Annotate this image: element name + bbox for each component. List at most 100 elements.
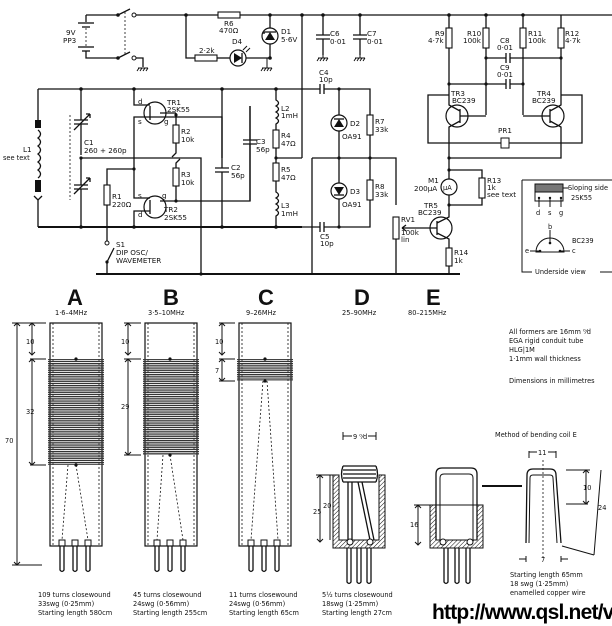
coil-b-note-2: 24swg (0·56mm) [133, 600, 189, 608]
coil-e-dim-h: 16 [410, 521, 418, 529]
source-url[interactable]: http://www.qsl.net/va3iul [432, 601, 612, 624]
coil-b-drawing: B 3·5–10MHz 10 29 45 turns closewound 24… [121, 285, 207, 617]
r4-ref: R4 [281, 131, 291, 140]
l1-ref: L1 [23, 145, 32, 154]
c6-value: 0·01 [330, 37, 346, 46]
coil-d-note-2: 18swg (1·25mm) [322, 600, 378, 608]
former-note-3: HLG|1M [509, 346, 535, 354]
tr5-value: BC239 [418, 208, 442, 217]
r2-value: 10k [181, 135, 195, 144]
r8-ref: R8 [375, 182, 385, 191]
tr2-pin-g: g [162, 191, 167, 200]
former-notes: All formers are 16mm ⁰⁄d EGA rigid condu… [509, 328, 595, 385]
tr2-ref: TR2 [163, 205, 178, 214]
tr2-pin-d: d [138, 210, 143, 219]
pinout-fet-s: s [548, 209, 552, 217]
l3-value: 1mH [281, 209, 298, 218]
pinout-bjt-b: b [548, 223, 552, 231]
r13-note: see text [487, 190, 516, 199]
rv1-taper: lin [401, 235, 410, 244]
r3-ref: R3 [181, 170, 191, 179]
d1-value: 5·6V [281, 35, 297, 44]
coil-c-dim-winding: 7 [215, 367, 219, 375]
tr1-value: 2SK55 [167, 105, 190, 114]
m1-value: 200µA [414, 184, 437, 193]
d1-ref: D1 [281, 27, 291, 36]
c8-value: 0·01 [497, 43, 513, 52]
r13-value: 1k [487, 183, 497, 192]
coil-a-note-2: 33swg (0·25mm) [38, 600, 94, 608]
pinout-bjt-c: c [572, 247, 576, 255]
coil-c-note-2: 24swg (0·56mm) [229, 600, 285, 608]
r4-value: 47Ω [281, 139, 296, 148]
bending-dim-gap: 7 [541, 556, 545, 564]
coil-a-dim-winding: 32 [26, 408, 34, 416]
bending-method: Method of bending coil E 11 10 24 7 Star… [495, 431, 606, 597]
coil-b-note-3: Starting length 255cm [133, 609, 207, 617]
coil-b-note-1: 45 turns closewound [133, 591, 202, 599]
l2-value: 1mH [281, 111, 298, 120]
r8-value: 33k [375, 190, 389, 199]
bending-title: Method of bending coil E [495, 431, 577, 439]
coil-d-dim-h2: 20 [323, 502, 331, 510]
pinout-box: Underside view Sloping side 2SK55 d s g … [521, 179, 612, 276]
rv1-value: 100k [401, 228, 420, 237]
c5-value: 10p [320, 239, 334, 248]
tr2-value: 2SK55 [164, 213, 187, 222]
c7-ref: C7 [367, 29, 377, 38]
tr1-pin-d: d [138, 97, 143, 106]
r6-value: 470Ω [219, 26, 239, 35]
c1-ref: C1 [84, 138, 94, 147]
c9-ref: C9 [500, 63, 510, 72]
former-note-1: All formers are 16mm ⁰⁄d [509, 328, 591, 336]
rv1-ref: RV1 [401, 215, 415, 224]
tr3-ref: TR3 [450, 89, 465, 98]
tr4-ref: TR4 [536, 89, 551, 98]
bending-dim-diag: 24 [598, 504, 606, 512]
c2-value: 56p [231, 171, 245, 180]
d2-value: OA91 [342, 132, 362, 141]
bending-dim-h: 10 [583, 484, 591, 492]
tr2-pin-s: s [138, 191, 142, 200]
pinout-caption: Underside view [535, 268, 586, 276]
r12-value: 4·7k [565, 36, 581, 45]
r9-ref: R9 [435, 29, 445, 38]
coil-c-note-1: 11 turns closewound [229, 591, 298, 599]
tr5-ref: TR5 [423, 201, 438, 210]
m1-symbol: µA [443, 184, 452, 192]
coil-e-letter: E [426, 285, 441, 310]
c8-ref: C8 [500, 36, 510, 45]
l1-value: see text [3, 154, 30, 162]
coil-b-dim-winding: 29 [121, 403, 129, 411]
coil-a-note-3: Starting length 580cm [38, 609, 112, 617]
s1-line1: DIP OSC/ [116, 248, 149, 257]
r11-ref: R11 [528, 29, 542, 38]
tr1-ref: TR1 [166, 98, 181, 107]
coil-c-range: 9–26MHz [246, 309, 277, 317]
d4-ref: D4 [232, 37, 243, 46]
r7-value: 33k [375, 125, 389, 134]
tr1-pin-s: s [138, 117, 142, 126]
r3-value: 10k [181, 178, 195, 187]
coil-c-letter: C [258, 285, 274, 310]
d2-ref: D2 [350, 119, 360, 128]
coil-d-note-3: Starting length 27cm [322, 609, 392, 617]
tr3-value: BC239 [452, 96, 476, 105]
coil-c-drawing: C 9–26MHz 10 7 11 turns closewound 24swg… [215, 285, 299, 617]
r6-ref: R6 [224, 19, 234, 28]
sloping-side-label: Sloping side [568, 184, 608, 192]
r11-value: 100k [528, 36, 547, 45]
r14-ref: R14 [454, 248, 469, 257]
r1-ref: R1 [112, 192, 122, 201]
coil-a-range: 1·6–4MHz [55, 309, 88, 317]
l2-ref: L2 [281, 104, 290, 113]
coil-d-range: 25–90MHz [342, 309, 377, 317]
coil-d-letter: D [354, 285, 370, 310]
coil-a-dim-total: 70 [5, 437, 13, 445]
bending-note-2: 18 swg (1·25mm) [510, 580, 568, 588]
coil-b-letter: B [163, 285, 179, 310]
coil-a-drawing: A 1·6–4MHz 10 32 70 109 turns closewound… [5, 285, 112, 617]
c9-value: 0·01 [497, 70, 513, 79]
coil-d-note-1: 5½ turns closewound [322, 591, 393, 599]
